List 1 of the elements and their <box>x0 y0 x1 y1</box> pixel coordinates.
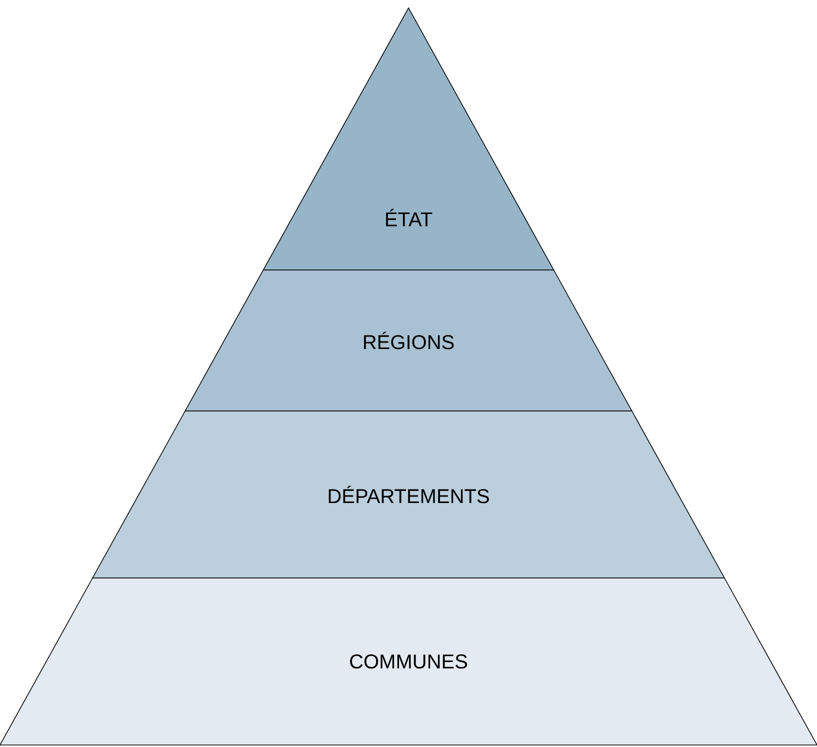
pyramid-level: COMMUNES <box>0 578 817 746</box>
